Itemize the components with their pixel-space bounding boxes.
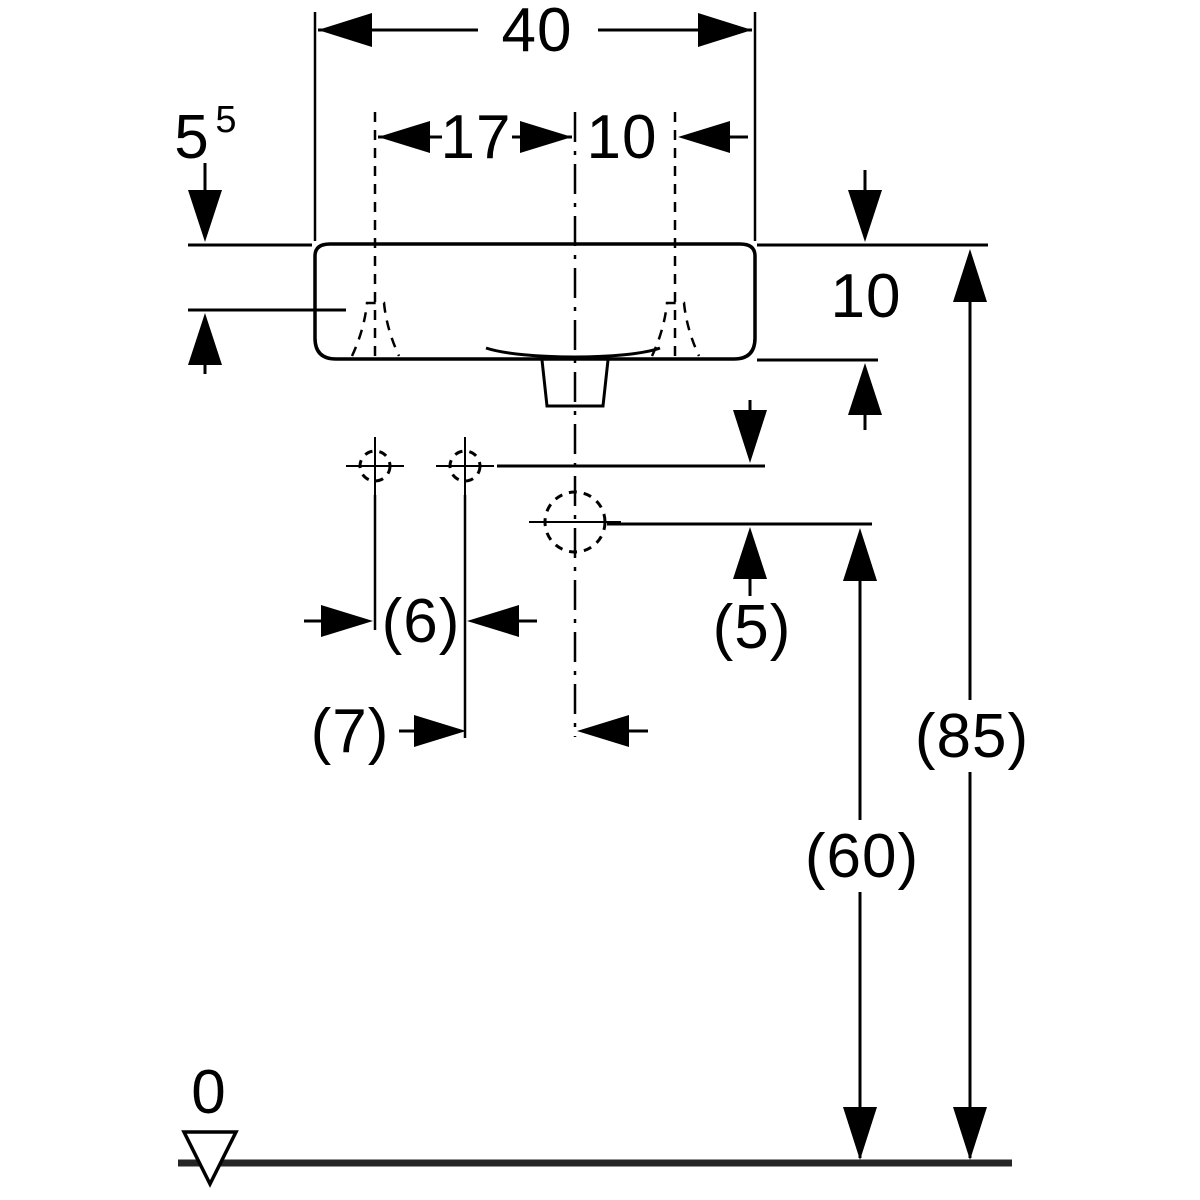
arrow-down-icon (188, 190, 222, 242)
datum-label: 0 (191, 1058, 226, 1127)
fixing-holes (346, 437, 765, 738)
arrow-up-icon (733, 527, 767, 579)
tap-hole-left (350, 301, 401, 357)
drain-outlet (529, 490, 872, 554)
dim-label-rim-height: (85) (915, 702, 1029, 771)
dim-label-hole-drop: (5) (713, 593, 792, 662)
centerlines (373, 112, 677, 737)
arrow-left-icon (577, 715, 629, 747)
dim-label-outlet-height: (60) (805, 822, 919, 891)
dim-tap-offsets: 17 10 (378, 103, 748, 172)
arrow-up-icon (848, 363, 882, 415)
dim-label-basin-height: 10 (831, 262, 902, 331)
floor-datum: 0 (178, 1058, 1012, 1188)
arrow-up-icon (843, 528, 877, 581)
dim-hole-pitch: (6) (304, 587, 537, 656)
basin-front-view (313, 242, 757, 408)
dim-hole-offset: (7) (311, 697, 648, 766)
arrow-right-icon (678, 121, 730, 153)
arrow-right-icon (520, 121, 572, 153)
arrow-down-icon (733, 410, 767, 463)
arrow-down-icon (953, 1107, 987, 1160)
basin-outline (313, 242, 757, 361)
dim-rim-height: (85) (915, 249, 1029, 1160)
arrow-left-icon (467, 605, 519, 637)
dim-label-hole-pitch: (6) (382, 587, 461, 656)
drain-boss (540, 359, 610, 408)
arrow-down-icon (843, 1107, 877, 1160)
dim-hole-to-outlet: (5) (713, 400, 792, 662)
tap-hole-right (650, 301, 701, 357)
dim-basin-height: 10 (757, 170, 988, 430)
arrow-down-icon (848, 190, 882, 242)
datum-triangle-icon (181, 1130, 239, 1188)
dim-label-right-tap: 10 (587, 103, 658, 172)
arrow-up-icon (188, 313, 222, 365)
dim-label-total-width: 40 (502, 0, 573, 65)
arrow-up-icon (953, 249, 987, 302)
arrow-left-icon (378, 121, 430, 153)
basin-inner-edge (485, 346, 661, 359)
dim-rim-to-deck: 5 5 (174, 99, 346, 374)
dim-label-rim-to-deck-sup: 5 (215, 99, 236, 141)
dim-label-hole-offset: (7) (311, 697, 390, 766)
arrow-left-icon (318, 13, 372, 47)
dim-total-width: 40 (313, 0, 757, 241)
arrow-right-icon (321, 605, 373, 637)
dim-label-rim-to-deck: 5 (174, 103, 209, 172)
dim-label-left-tap: 17 (441, 103, 512, 172)
dim-outlet-height: (60) (805, 528, 919, 1160)
arrow-right-icon (698, 13, 752, 47)
arrow-right-icon (414, 715, 466, 747)
